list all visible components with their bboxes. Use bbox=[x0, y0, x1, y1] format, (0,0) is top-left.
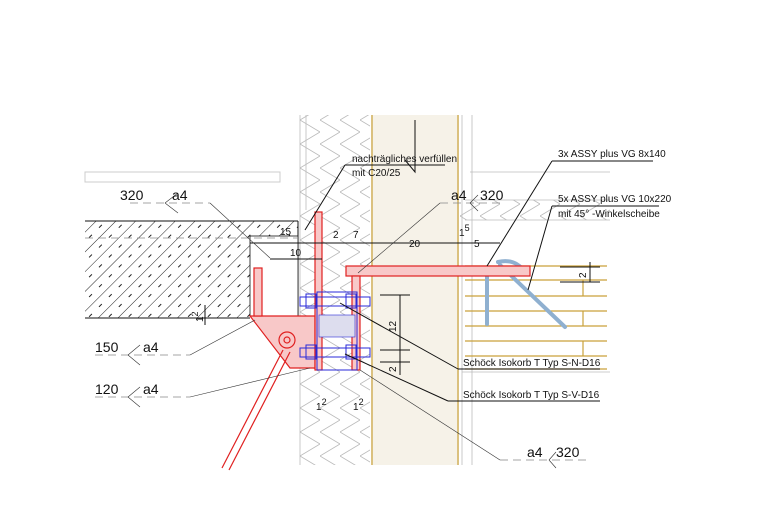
dim-2-timber: 2 bbox=[578, 272, 589, 278]
weld-length-1: 320 bbox=[120, 187, 144, 203]
steel-bracket bbox=[221, 211, 531, 471]
dim-2-vertical: 2 bbox=[388, 366, 399, 372]
weld-throat-1: a4 bbox=[172, 187, 188, 203]
dim-1-2-right: 12 bbox=[353, 397, 364, 413]
dim-1-2-left: 12 bbox=[316, 397, 327, 413]
callout-leaders bbox=[304, 160, 659, 402]
fill-note-line1: nachträgliches verfüllen bbox=[352, 154, 457, 165]
weld-symbol-lines bbox=[95, 192, 590, 469]
weld-throat-5: a4 bbox=[527, 444, 543, 460]
dim-2: 2 bbox=[333, 230, 339, 241]
screw-note-2-line1: 5x ASSY plus VG 10x220 bbox=[558, 194, 672, 205]
dim-12: 12 bbox=[388, 320, 399, 332]
dim-15: 15 bbox=[280, 227, 292, 238]
weld-length-5: 320 bbox=[556, 444, 580, 460]
isokorb-n-label: Schöck Isokorb T Typ S-N-D16 bbox=[463, 358, 601, 369]
concrete-slab bbox=[85, 220, 299, 319]
weld-length-4: 120 bbox=[95, 381, 119, 397]
outer-insulation bbox=[460, 115, 610, 465]
weld-throat-4: a4 bbox=[143, 381, 159, 397]
dim-1-5: 15 bbox=[459, 223, 470, 239]
weld-throat-3: a4 bbox=[143, 339, 159, 355]
dim-10: 10 bbox=[290, 248, 302, 259]
screw-note-1: 3x ASSY plus VG 8x140 bbox=[558, 149, 666, 160]
screw-note-2-line2: mit 45° -Winkelscheibe bbox=[558, 209, 660, 220]
isokorb-v-label: Schöck Isokorb T Typ S-V-D16 bbox=[463, 390, 600, 401]
dim-1-2-slab: 12 bbox=[190, 311, 206, 322]
fill-note-line2: mit C20/25 bbox=[352, 168, 401, 179]
grey-strip bbox=[84, 171, 281, 183]
dim-7: 7 bbox=[353, 230, 359, 241]
dim-5: 5 bbox=[474, 239, 480, 250]
weld-throat-2: a4 bbox=[451, 187, 467, 203]
wall-core bbox=[371, 115, 459, 465]
weld-length-3: 150 bbox=[95, 339, 119, 355]
isokorb-connector bbox=[299, 291, 371, 371]
dim-20: 20 bbox=[409, 239, 421, 250]
weld-length-2: 320 bbox=[480, 187, 504, 203]
dimension-lines bbox=[204, 242, 600, 375]
